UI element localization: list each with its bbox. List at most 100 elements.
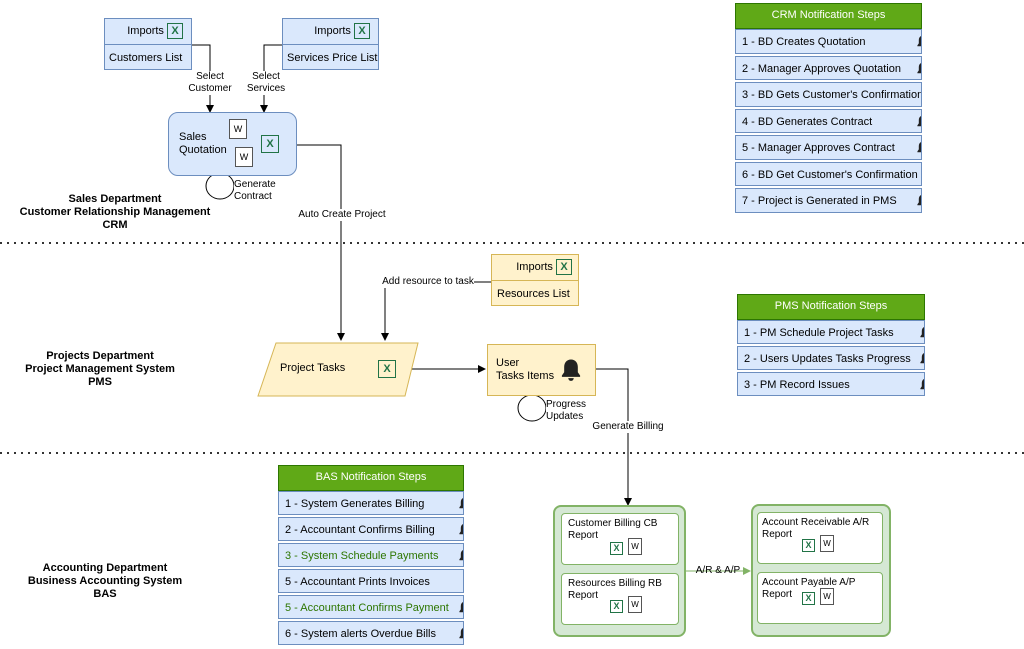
notification-step[interactable]: 1 - BD Creates Quotation [735,29,922,54]
bell-icon [561,359,581,381]
imports-label: Imports [314,25,351,37]
notification-step-label: 2 - Accountant Confirms Billing [285,524,435,536]
dept-name: Sales Department [68,193,162,205]
imports-label: Imports [516,261,553,273]
notification-step-label: 2 - Manager Approves Quotation [742,62,901,75]
notification-step-label: 3 - PM Record Issues [744,379,850,391]
report-title: Account Receivable A/R [762,517,870,528]
notification-step[interactable]: 2 - Users Updates Tasks Progress [737,346,925,370]
word-icon: W [229,119,247,139]
notification-step[interactable]: 3 - BD Gets Customer's Confirmation [735,82,922,107]
notification-step[interactable]: 6 - BD Get Customer's Confirmation [735,161,922,186]
notification-step-label: 1 - PM Schedule Project Tasks [744,327,894,339]
excel-icon: X [261,135,279,153]
imports-label: Imports [127,25,164,37]
notification-step[interactable]: 3 - PM Record Issues [737,372,925,396]
dept-name: Accounting Department [42,562,168,574]
report-title: Customer Billing CB [568,518,658,529]
word-icon: W [820,588,834,605]
excel-icon: X [610,600,623,613]
dept-name: Projects Department [46,350,154,362]
report-suffix: Report [568,590,599,601]
report-title: Account Payable A/P [762,577,856,588]
resources-list-label: Resources List [497,288,570,300]
excel-icon: X [802,539,815,552]
excel-icon: X [556,259,572,275]
dept-code: CRM [102,219,128,231]
edge-add-resource [381,281,491,341]
pms-steps-title: PMS Notification Steps [737,294,925,320]
dept-system: Project Management System [25,363,175,375]
excel-icon: X [354,23,370,39]
notification-step-label: 6 - System alerts Overdue Bills [285,628,436,640]
dept-bas-label: Accounting Department Business Accountin… [0,562,210,601]
notification-step-label: 5 - Accountant Confirms Payment [285,602,449,614]
notification-step[interactable]: 4 - BD Generates Contract [735,108,922,133]
notification-step[interactable]: 6 - System alerts Overdue Bills [278,621,464,645]
dept-code: PMS [88,376,112,388]
services-price-list-label: Services Price List [287,52,378,64]
dept-code: BAS [93,588,117,600]
notification-step[interactable]: 5 - Accountant Confirms Payment [278,595,464,619]
notification-step[interactable]: 5 - Accountant Prints Invoices [278,569,464,593]
notification-step[interactable]: 1 - System Generates Billing [278,491,464,515]
resources-list-import[interactable]: Imports X Resources List [491,254,579,306]
edge-auto-create-project [297,144,345,341]
notification-step[interactable]: 5 - Manager Approves Contract [735,135,922,160]
dept-pms-label: Projects Department Project Management S… [0,350,200,389]
word-icon: W [235,147,253,167]
crm-notification-steps: CRM Notification Steps 1 - BD Creates Qu… [735,3,922,213]
report-suffix: Report [568,530,599,541]
services-price-list-import[interactable]: Imports X Services Price List [282,18,379,70]
edge-progress-loop [517,394,547,422]
dept-crm-label: Sales Department Customer Relationship M… [10,193,220,232]
notification-step[interactable]: 2 - Manager Approves Quotation [735,55,922,80]
report-suffix: Report [762,529,793,540]
pms-notification-steps: PMS Notification Steps 1 - PM Schedule P… [737,294,925,396]
report-title: Resources Billing RB [568,578,662,589]
project-tasks-node[interactable]: Project Tasks X [262,343,412,396]
dept-system: Business Accounting System [27,575,183,587]
ar-ap-label: A/R & A/P [695,565,741,576]
crm-steps-title: CRM Notification Steps [735,3,922,29]
auto-create-project-label: Auto Create Project [296,209,388,221]
add-resource-label: Add resource to task [382,276,474,288]
notification-step-label: 6 - BD Get Customer's Confirmation [742,168,918,181]
excel-icon: X [167,23,183,39]
notification-step[interactable]: 7 - Project is Generated in PMS [735,188,922,213]
notification-step-label: 5 - Manager Approves Contract [742,142,895,154]
notification-step-label: 3 - BD Gets Customer's Confirmation [742,89,922,101]
project-tasks-shape [257,342,419,397]
notification-step[interactable]: 3 - System Schedule Payments [278,543,464,567]
notification-step[interactable]: 2 - Accountant Confirms Billing [278,517,464,541]
notification-step-label: 5 - Accountant Prints Invoices [285,576,430,588]
excel-icon: X [802,592,815,605]
dept-system: Customer Relationship Management [19,206,211,218]
customers-list-import[interactable]: Imports X Customers List [104,18,192,70]
excel-icon: X [610,542,623,555]
notification-step-label: 2 - Users Updates Tasks Progress [744,353,911,365]
notification-step-label: 1 - BD Creates Quotation [742,36,866,48]
edge-generate-billing [596,368,632,506]
customers-list-label: Customers List [109,52,183,64]
notification-step-label: 4 - BD Generates Contract [742,115,873,128]
word-icon: W [628,538,642,555]
excel-icon: X [378,360,396,378]
notification-step[interactable]: 1 - PM Schedule Project Tasks [737,320,925,344]
bas-steps-title: BAS Notification Steps [278,465,464,491]
bas-notification-steps: BAS Notification Steps 1 - System Genera… [278,465,464,645]
notification-step-label: 1 - System Generates Billing [285,498,425,510]
